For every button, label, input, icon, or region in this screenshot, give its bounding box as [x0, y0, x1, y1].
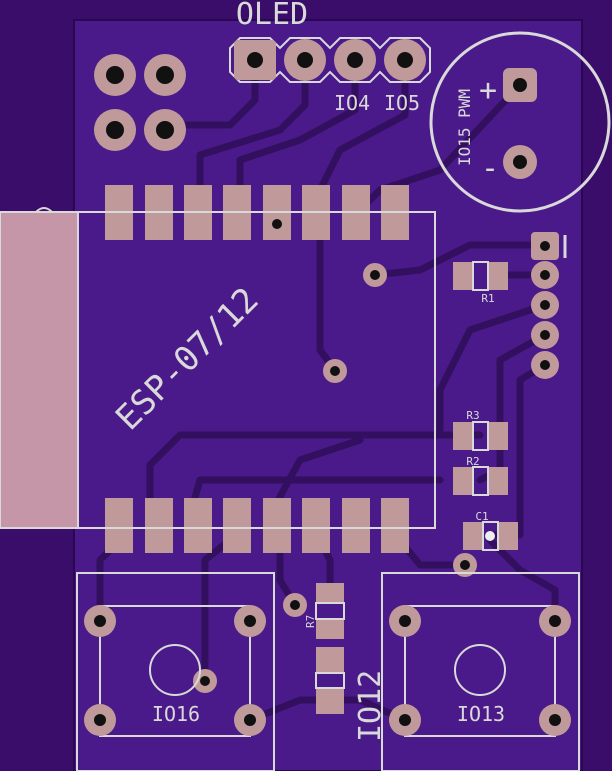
c1-label: C1: [475, 510, 488, 523]
resistor-r3: [453, 421, 508, 451]
r2-label: R2: [466, 455, 479, 468]
io5-label: IO5: [384, 91, 420, 115]
buzzer-plus-label: +: [479, 73, 497, 108]
resistor-r7: [315, 583, 345, 639]
r7-label: R7: [304, 615, 317, 628]
resistor-r2: [453, 466, 508, 496]
esp-bottom-pads: [105, 498, 409, 553]
vias: [193, 263, 477, 693]
r3-label: R3: [466, 409, 479, 422]
buzzer-minus-label: -: [481, 151, 499, 186]
r1-label: R1: [481, 292, 494, 305]
button-io16: [76, 572, 275, 771]
oled-label: OLED: [236, 0, 308, 32]
lower-smd-component: [315, 647, 345, 714]
io13-label: IO13: [457, 702, 505, 726]
capacitor-c1: [463, 521, 518, 551]
io16-label: IO16: [152, 702, 200, 726]
io15-pwm-label: IO15 PWM: [455, 89, 474, 166]
top-left-pads: [94, 54, 186, 151]
button-io13: [381, 572, 580, 771]
module-antenna-overlay: [0, 211, 79, 529]
io4-label: IO4: [334, 91, 370, 115]
resistor-r1: [453, 261, 508, 291]
right-header: [531, 232, 567, 379]
buzzer: [429, 31, 611, 213]
oled-header: [229, 37, 431, 83]
